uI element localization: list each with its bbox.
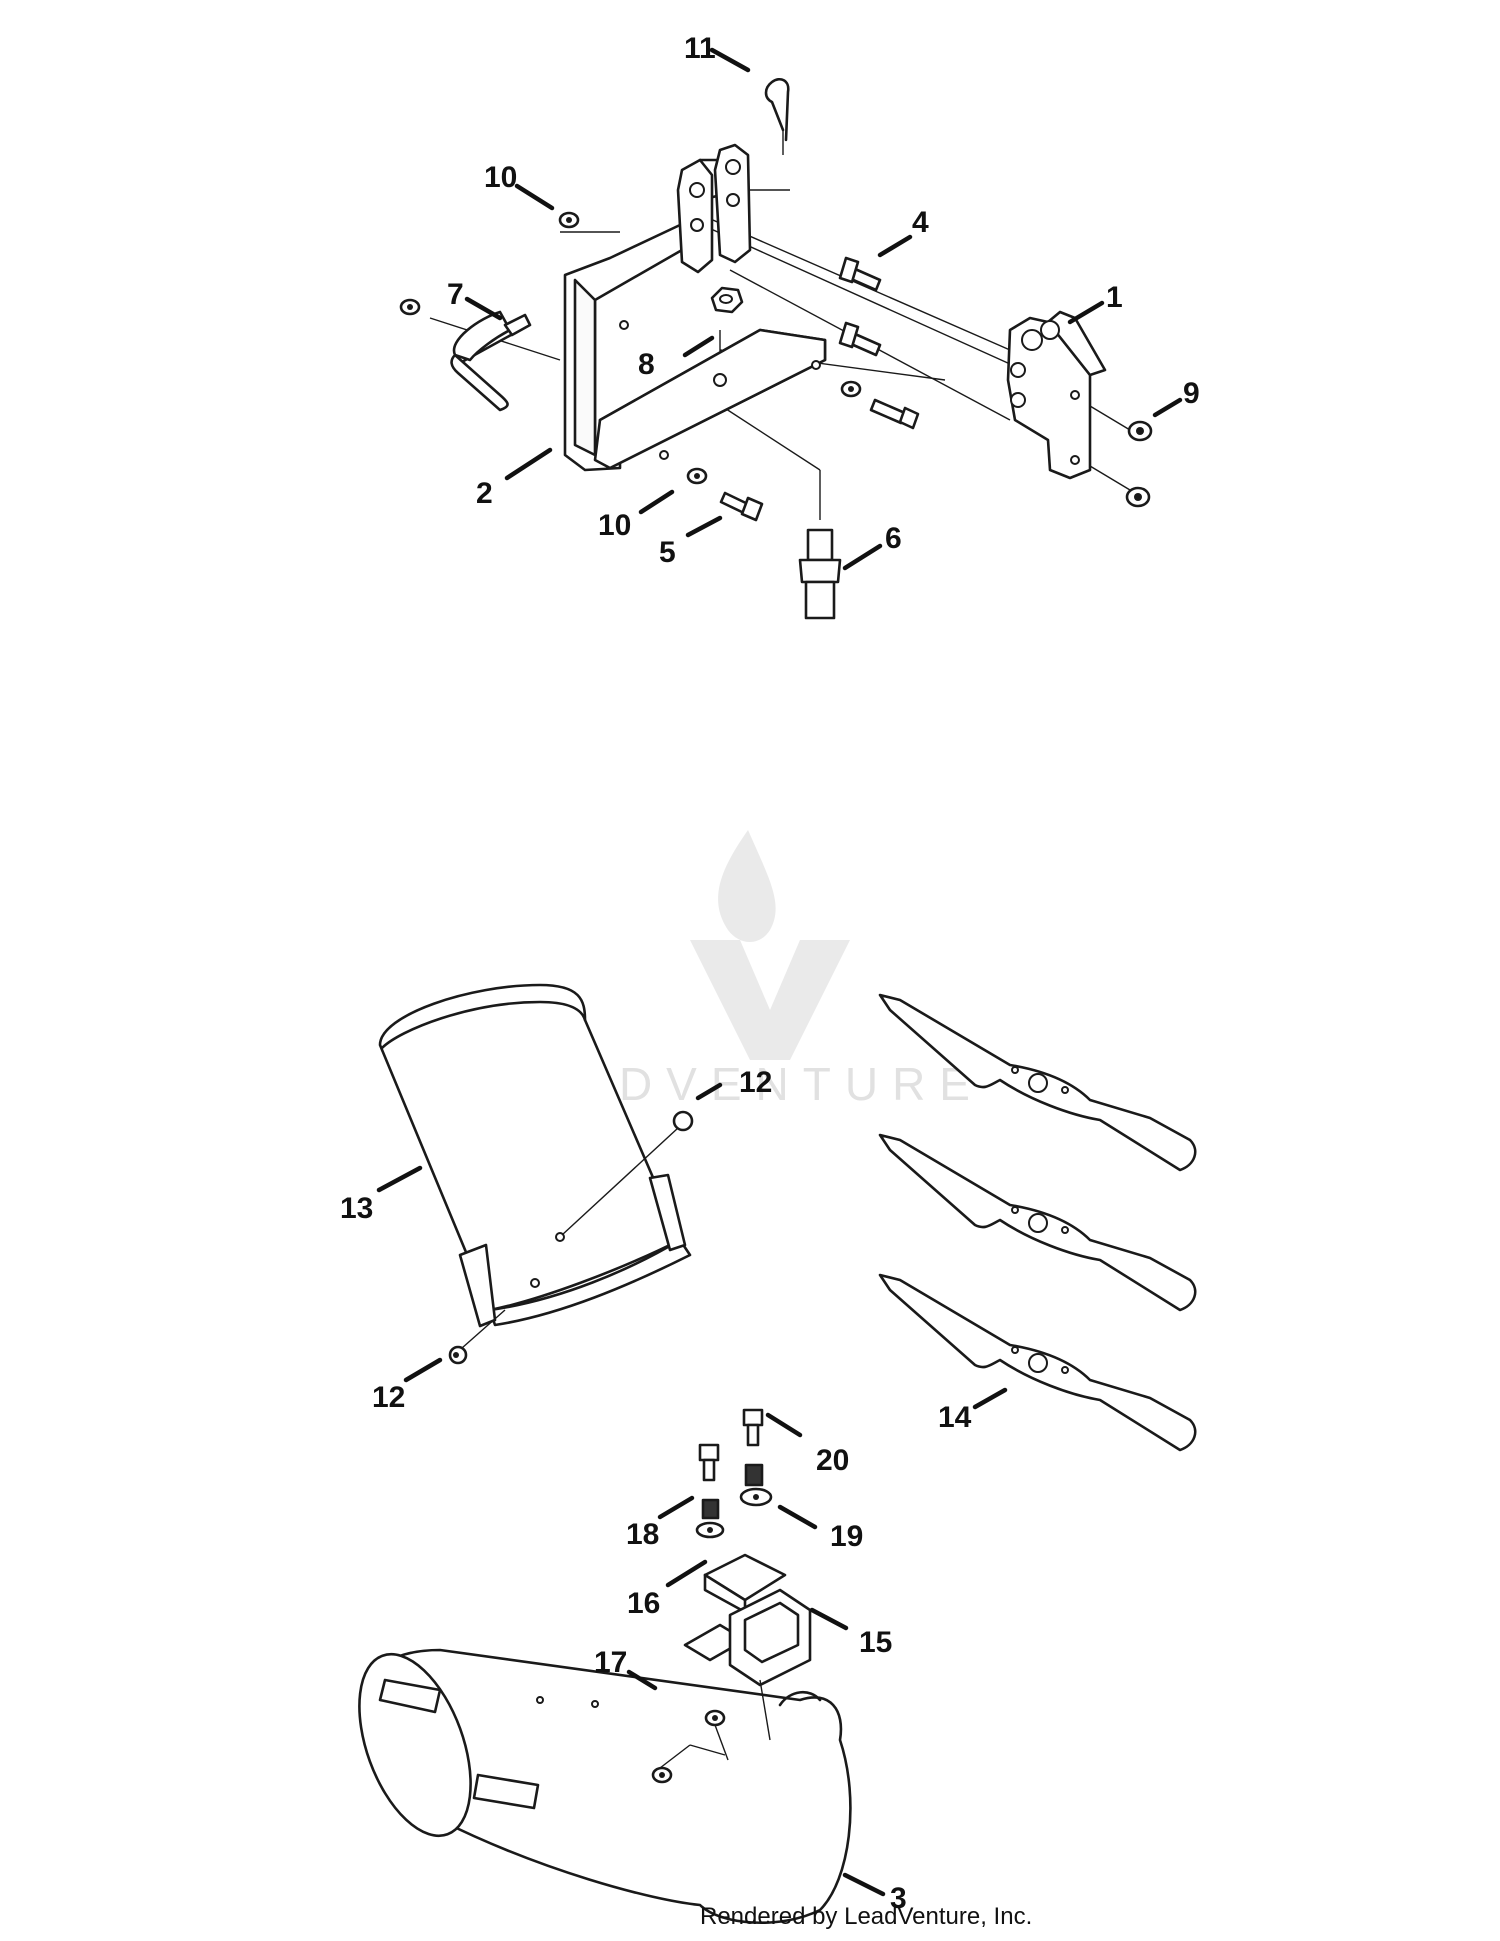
callout-19: 19: [830, 1520, 863, 1553]
latch-fasteners: [659, 1679, 771, 1769]
plug-part-12-upper: [672, 1110, 694, 1132]
callout-20: 20: [816, 1444, 849, 1477]
elbow-chute-part-3: [358, 1648, 852, 1925]
hairpin-cotter-part-11: [764, 78, 790, 142]
callout-16: 16: [627, 1587, 660, 1620]
callout-4: 4: [912, 206, 929, 239]
spring-and-bolt-part-18: [695, 1443, 725, 1539]
leadventure-watermark-logo: [690, 830, 850, 1060]
stud-part-6: [798, 528, 842, 620]
washer-and-bolt-right: [840, 380, 920, 430]
callout-13: 13: [340, 1192, 373, 1225]
callout-3: 3: [890, 1882, 907, 1915]
callout-7: 7: [447, 278, 464, 311]
callout-12-upper: 12: [739, 1066, 772, 1099]
plug-part-12-lower: [448, 1345, 468, 1365]
latch-part-16: [683, 1553, 787, 1662]
callout-12-lower: 12: [372, 1381, 405, 1414]
hitch-bracket-part-1: [1006, 310, 1107, 480]
nut-part-10-lower: [686, 467, 708, 485]
footer-credit: Rendered by LeadVenture, Inc.: [700, 1903, 1032, 1930]
callout-2: 2: [476, 477, 493, 510]
nut-left: [399, 298, 421, 316]
mount-bracket-part-2: [563, 143, 827, 472]
nut-part-17: [651, 1766, 673, 1784]
callout-15: 15: [859, 1626, 892, 1659]
bolt-part-5: [719, 491, 764, 522]
callout-10-lower: 10: [598, 509, 631, 542]
callout-18: 18: [626, 1518, 659, 1551]
callout-8: 8: [638, 348, 655, 381]
discharge-chute-part-13: [378, 983, 692, 1328]
leader-lines: [376, 47, 1183, 1897]
nut-part-10-upper: [558, 211, 580, 229]
callout-6: 6: [885, 522, 902, 555]
callout-9: 9: [1183, 377, 1200, 410]
bolt-part-4: [838, 256, 882, 357]
mower-blade-part-14-middle: [878, 1133, 1197, 1312]
bracket-part-15: [728, 1588, 812, 1687]
spring-and-bolt-part-20: [739, 1408, 773, 1507]
callout-1: 1: [1106, 281, 1123, 314]
hex-nut-part-8: [710, 286, 744, 314]
callout-17: 17: [594, 1646, 627, 1679]
mower-blade-part-14-top: [878, 993, 1197, 1172]
mower-blade-part-14-bottom: [878, 1273, 1197, 1452]
callout-labels: 11 10 1 4 7 8 9 2 10 5 6 12 13 12 14 20 …: [340, 32, 1200, 1915]
callout-10-upper: 10: [484, 161, 517, 194]
callout-14: 14: [938, 1401, 972, 1434]
callout-11: 11: [684, 32, 716, 65]
callout-5: 5: [659, 536, 676, 569]
nut-part-9: [1125, 420, 1153, 508]
l-pin-part-7: [450, 310, 532, 412]
